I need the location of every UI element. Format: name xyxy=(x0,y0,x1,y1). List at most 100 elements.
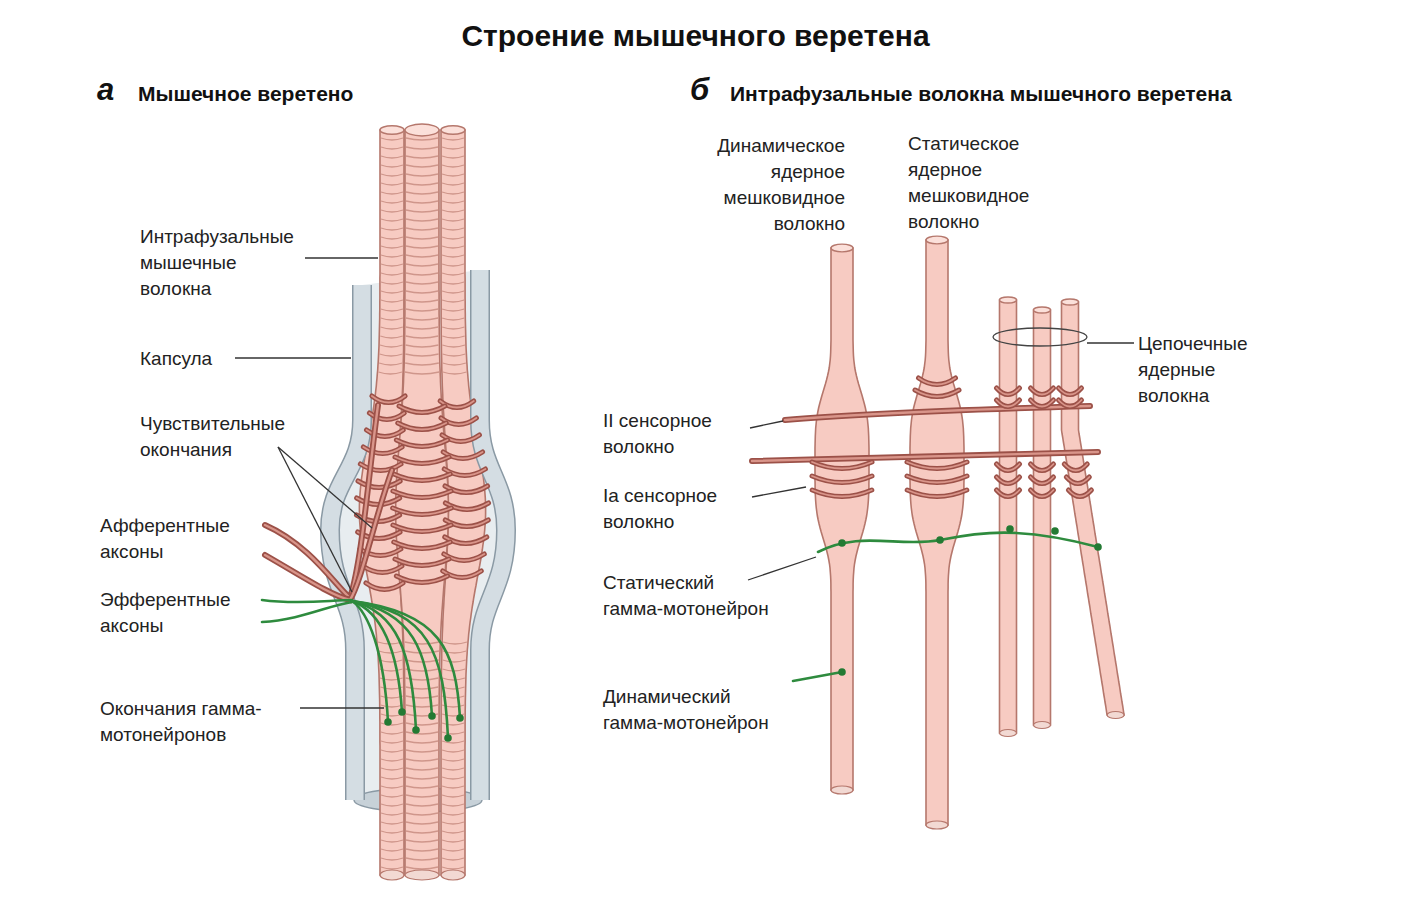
striation xyxy=(381,741,403,743)
sensory-coil xyxy=(1059,400,1082,407)
striation xyxy=(442,732,464,734)
motor-ending xyxy=(1006,525,1014,533)
motor-ending xyxy=(384,718,392,726)
gamma-axon xyxy=(352,601,460,718)
motor-ending xyxy=(1094,543,1102,551)
part-label: Интрафузальные мышечные волокна xyxy=(140,224,310,302)
nuclear-chain-fiber xyxy=(1062,302,1125,715)
sensory-coil-highlight xyxy=(394,542,450,549)
leader-line xyxy=(300,707,384,708)
sensory-coil xyxy=(1031,464,1054,471)
sensory-coil xyxy=(366,583,403,590)
striation xyxy=(406,732,438,734)
striation xyxy=(381,759,403,761)
part-label: Эфферентные аксоны xyxy=(100,587,260,639)
sensory-coil-highlight xyxy=(997,388,1020,395)
striation xyxy=(406,795,438,797)
sensory-coil-highlight xyxy=(907,462,967,469)
part-label-slot: Эфферентные аксоны xyxy=(100,587,260,639)
part-label: Динамическое ядерное мешковидное волокно xyxy=(685,133,845,237)
leader-line xyxy=(278,447,372,528)
fiber-cut-end xyxy=(831,786,853,794)
striation xyxy=(381,804,403,806)
panel-heading-slot: Интрафузальные волокна мышечного веретен… xyxy=(730,80,1232,108)
gamma-axon xyxy=(262,600,352,602)
striation xyxy=(406,138,438,140)
part-label: Динамический гамма-мотонейрон xyxy=(603,684,771,736)
striation xyxy=(406,273,438,275)
striation xyxy=(381,138,403,140)
part-label-slot: Чувствительные окончания xyxy=(140,411,310,463)
striation xyxy=(442,156,464,158)
fiber-cut-end xyxy=(1034,722,1051,729)
capsule-wall xyxy=(480,270,506,800)
striation xyxy=(406,840,438,842)
striation xyxy=(379,660,402,662)
motor-ending xyxy=(936,536,944,544)
striation xyxy=(442,867,464,869)
sensory-coil-highlight xyxy=(1066,477,1089,484)
fiber-end xyxy=(1062,299,1079,305)
striation xyxy=(381,777,403,779)
sensory-coil-highlight xyxy=(366,583,403,590)
sensory-coil xyxy=(398,423,446,430)
striation xyxy=(442,336,464,338)
striation xyxy=(381,210,403,212)
sensory-coil xyxy=(396,576,447,583)
striation xyxy=(381,156,403,158)
panel-letter-slot: а xyxy=(97,72,114,108)
striation xyxy=(380,327,402,329)
striation xyxy=(381,318,403,320)
striation xyxy=(442,165,464,167)
striation xyxy=(442,678,465,680)
striation xyxy=(381,300,403,302)
sensory-coil xyxy=(1031,490,1054,497)
striation xyxy=(442,831,464,833)
sensory-coil-highlight xyxy=(1031,477,1054,484)
striation xyxy=(406,750,438,752)
panel-b-intrafusal-fibers xyxy=(748,236,1134,829)
striation xyxy=(381,237,403,239)
part-label: Ia сенсорное волокно xyxy=(603,483,743,535)
panel-letter-slot: б xyxy=(690,72,709,108)
striation xyxy=(406,723,438,725)
panel-heading: Интрафузальные волокна мышечного веретен… xyxy=(730,80,1232,108)
striation xyxy=(442,849,464,851)
sensory-coil xyxy=(907,462,967,469)
striation xyxy=(381,723,403,725)
part-label-slot: Капсула xyxy=(140,346,212,372)
striation xyxy=(442,273,464,275)
gamma-axon xyxy=(352,601,388,722)
leader-line xyxy=(748,557,816,580)
striation xyxy=(442,723,464,725)
striation xyxy=(380,354,403,356)
sensory-coil xyxy=(399,406,445,413)
sensory-coil-highlight xyxy=(395,559,449,566)
sensory-coil-highlight xyxy=(1068,490,1091,497)
striation xyxy=(442,147,464,149)
sensory-coil xyxy=(372,396,405,403)
fiber-end xyxy=(1034,307,1051,313)
leader-line xyxy=(235,357,351,358)
striation xyxy=(442,327,464,329)
striation xyxy=(442,318,464,320)
striation xyxy=(379,363,402,365)
motor-ending xyxy=(838,668,846,676)
sensory-coil xyxy=(363,566,402,573)
striation xyxy=(442,786,464,788)
striation xyxy=(379,372,403,374)
part-label-slot: Цепочечные ядерные волокна xyxy=(1138,331,1288,409)
leader-line xyxy=(750,421,783,428)
striation xyxy=(442,192,464,194)
striation xyxy=(406,822,438,824)
striation xyxy=(406,696,438,698)
striation xyxy=(406,300,438,302)
fiber-cut-end xyxy=(1107,712,1124,719)
striation xyxy=(406,831,438,833)
striation xyxy=(406,255,438,257)
sensory-coil-highlight xyxy=(1059,400,1082,407)
sensory-coil-highlight xyxy=(358,481,400,488)
striation xyxy=(406,309,438,311)
striation xyxy=(381,183,403,185)
striation xyxy=(381,291,403,293)
